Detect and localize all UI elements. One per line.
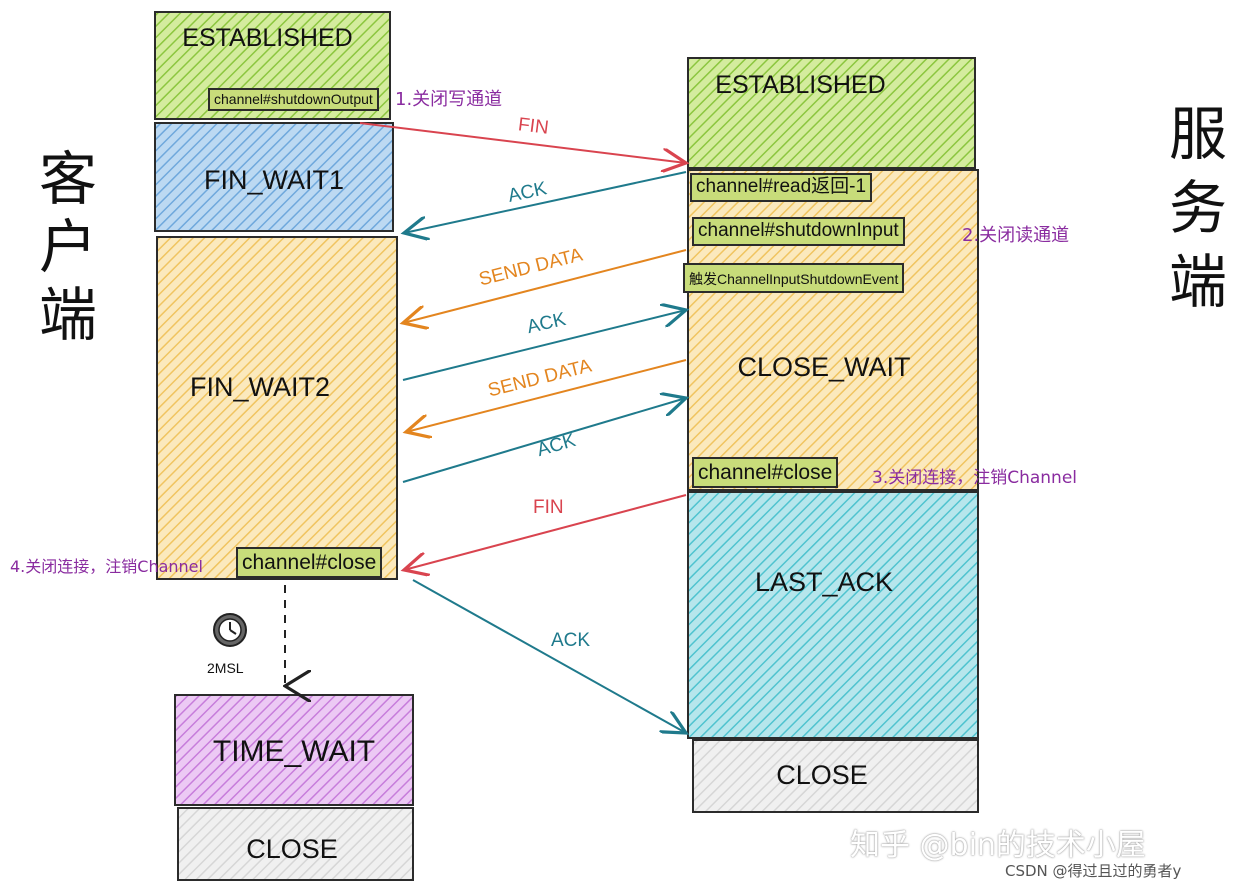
- step4-note: 4.关闭连接，注销Channel: [10, 557, 203, 576]
- server-side-char-3: 端: [1168, 248, 1227, 316]
- clock-icon: [213, 613, 247, 647]
- client-established-label: ESTABLISHED: [182, 24, 353, 52]
- client-time-wait-label: TIME_WAIT: [212, 735, 376, 768]
- fin-label-2: FIN: [533, 497, 564, 518]
- client-side-char-1: 客: [38, 145, 97, 213]
- fin-arrow-1: [359, 122, 686, 163]
- step2-note: 2.关闭读通道: [962, 225, 1070, 246]
- client-side-label: 客 户 端: [33, 150, 103, 344]
- server-close-box: [692, 739, 979, 813]
- step1-note: 1.关闭写通道: [395, 89, 503, 110]
- ack-arrow-1: [404, 171, 687, 233]
- server-last-ack-box: [687, 491, 979, 739]
- step3-note: 3.关闭连接，注销Channel: [872, 468, 1078, 488]
- server-established-box: [687, 57, 976, 169]
- client-close-box: [177, 807, 414, 881]
- server-side-char-1: 服: [1168, 100, 1227, 168]
- client-fin-wait1-box: [154, 122, 394, 232]
- fin-arrow-2: [404, 494, 687, 570]
- server-read-tag: channel#read返回-1: [690, 173, 873, 202]
- server-close-label: CLOSE: [776, 760, 868, 790]
- server-side-char-2: 务: [1168, 174, 1227, 242]
- client-close-tag: channel#close: [236, 547, 383, 579]
- client-side-char-2: 户: [38, 213, 97, 281]
- ack-label-4: ACK: [551, 630, 591, 651]
- client-fin-wait2-label: FIN_WAIT2: [189, 372, 330, 402]
- server-shutdown-input-tag: channel#shutdownInput: [692, 217, 905, 246]
- fin-label-1: FIN: [516, 114, 550, 139]
- client-side-char-3: 端: [38, 281, 97, 349]
- client-time-wait-box: [174, 694, 414, 806]
- server-event-tag: 触发ChannelInputShutdownEvent: [683, 263, 905, 293]
- client-fin-wait2-box: [156, 236, 398, 580]
- client-close-label: CLOSE: [246, 834, 338, 864]
- ack-arrow-4: [412, 579, 686, 733]
- send-data-arrow-2: [406, 359, 687, 432]
- ack-arrow-3: [402, 398, 686, 483]
- server-close-wait-label: CLOSE_WAIT: [737, 352, 911, 382]
- watermark-main: 知乎 @bin的技术小屋: [850, 828, 1146, 863]
- server-last-ack-label: LAST_ACK: [754, 567, 894, 597]
- ack-arrow-2: [402, 310, 686, 381]
- timer-label: 2MSL: [207, 660, 244, 676]
- send-data-arrow-1: [403, 249, 687, 323]
- client-fin-wait1-label: FIN_WAIT1: [203, 165, 344, 195]
- server-close-tag: channel#close: [692, 457, 839, 489]
- client-shutdown-output-tag: channel#shutdownOutput: [208, 88, 379, 112]
- server-established-label: ESTABLISHED: [715, 71, 886, 99]
- server-side-label: 服 务 端: [1163, 105, 1233, 311]
- watermark-sub: CSDN @得过且过的勇者y: [1005, 862, 1182, 880]
